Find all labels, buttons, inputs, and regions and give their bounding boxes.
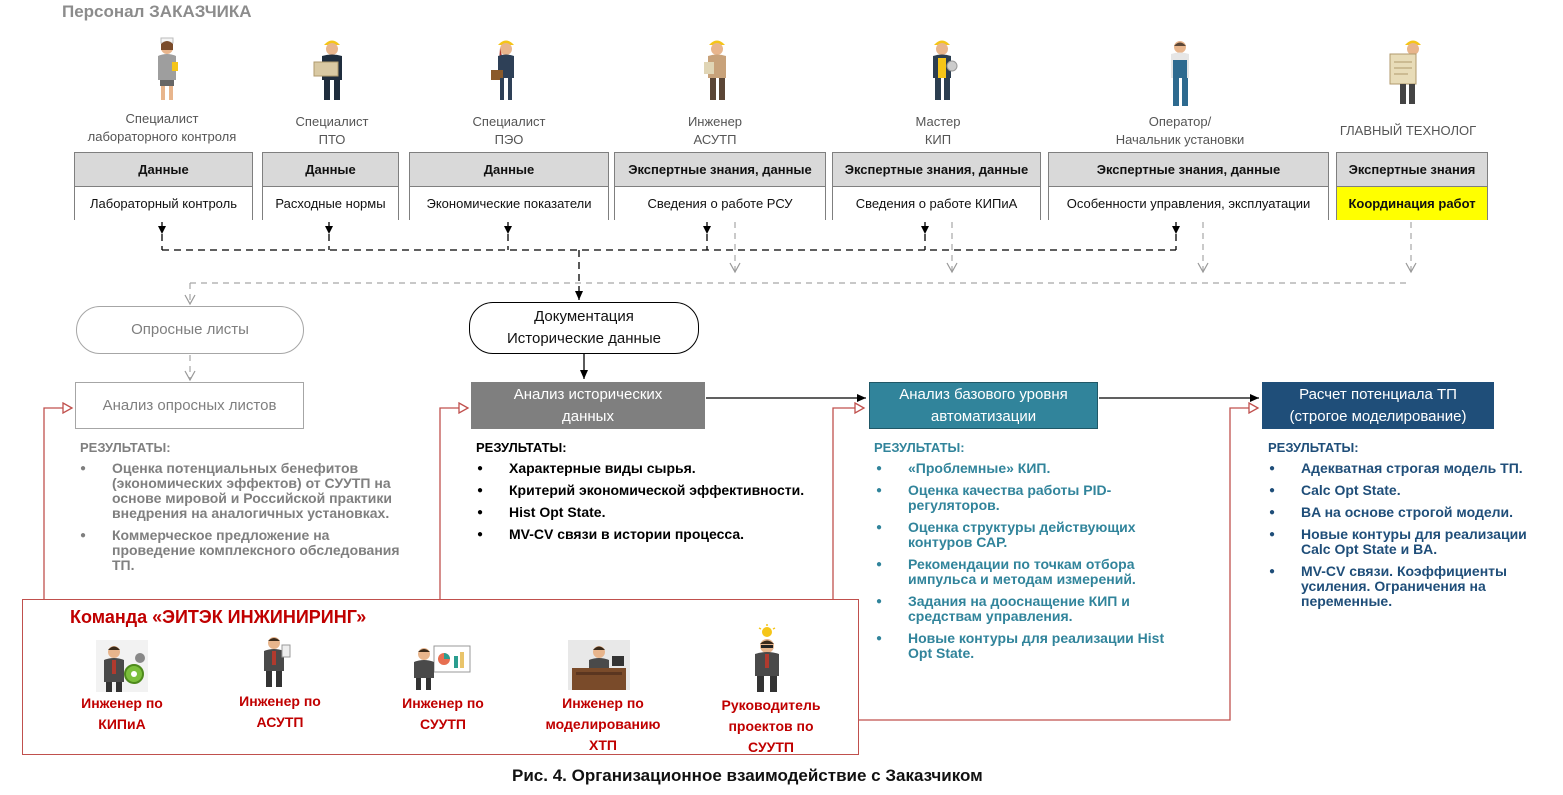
questionnaire-node: Опросные листы (76, 306, 304, 354)
operator-person-icon (1171, 41, 1189, 106)
kip-master-person-icon (933, 40, 958, 100)
result-item: Calc Opt State. (1265, 483, 1555, 499)
result-item: «Проблемные» КИП. (872, 461, 1172, 477)
stage-potential-calculation: Расчет потенциала ТП(строгое моделирован… (1262, 382, 1494, 429)
result-item: Оценка структуры действующих контуров СА… (872, 520, 1172, 550)
result-item: Критерий экономической эффективности. (473, 483, 808, 499)
result-item: Задания на дооснащение КИП и средствам у… (872, 594, 1172, 624)
team-engineer-modeling-icon (568, 640, 630, 690)
result-item: BA на основе строгой модели. (1265, 505, 1555, 521)
result-item: Характерные виды сырья. (473, 461, 808, 477)
pto-specialist-person-icon (313, 40, 342, 100)
result-item: MV-CV связи в истории процесса. (473, 527, 808, 543)
team-engineer-asutp-icon (264, 637, 291, 687)
results-title: РЕЗУЛЬТАТЫ: (1268, 440, 1359, 455)
team-project-lead-icon (755, 624, 779, 692)
results-list-1: Оценка потенциальных бенефитов (экономич… (76, 461, 406, 580)
team-engineer-suutp-icon (414, 645, 471, 690)
peo-specialist-person-icon (491, 40, 514, 100)
result-item: Оценка потенциальных бенефитов (экономич… (76, 461, 406, 521)
results-list-3: «Проблемные» КИП. Оценка качества работы… (872, 461, 1172, 668)
results-title: РЕЗУЛЬТАТЫ: (476, 440, 567, 455)
results-list-2: Характерные виды сырья. Критерий экономи… (473, 461, 808, 549)
result-item: Новые контуры для реализации Hist Opt St… (872, 631, 1172, 661)
team-engineer-kipia-icon (96, 640, 148, 692)
eitek-team-panel (22, 599, 859, 755)
engineer-asutp-person-icon (704, 40, 726, 100)
results-title: РЕЗУЛЬТАТЫ: (874, 440, 965, 455)
role-label: Оператор/Начальник установки (1115, 114, 1245, 147)
role-label: ГЛАВНЫЙ ТЕХНОЛОГ (1339, 123, 1477, 138)
figure-caption: Рис. 4. Организационное взаимодействие с… (512, 766, 983, 785)
results-title: РЕЗУЛЬТАТЫ: (80, 440, 171, 455)
result-item: Рекомендации по точкам отбора импульса и… (872, 557, 1172, 587)
lab-specialist-person-icon (158, 37, 178, 100)
team-title: Команда «ЭИТЭК ИНЖИНИРИНГ» (70, 607, 367, 627)
result-item: Коммерческое предложение на проведение к… (76, 528, 406, 573)
result-item: Новые контуры для реализации Calc Opt St… (1265, 527, 1555, 557)
stage-questionnaire-analysis: Анализ опросных листов (75, 382, 304, 429)
result-item: Адекватная строгая модель ТП. (1265, 461, 1555, 477)
chief-technologist-person-icon (1389, 40, 1421, 104)
result-item: Оценка качества работы PID-регуляторов. (872, 483, 1172, 513)
result-item: MV-CV связи. Коэффициенты усиления. Огра… (1265, 564, 1555, 609)
result-item: Hist Opt State. (473, 505, 808, 521)
customer-staff-title: Персонал ЗАКАЗЧИКА (62, 2, 252, 21)
results-list-4: Адекватная строгая модель ТП. Calc Opt S… (1265, 461, 1555, 616)
